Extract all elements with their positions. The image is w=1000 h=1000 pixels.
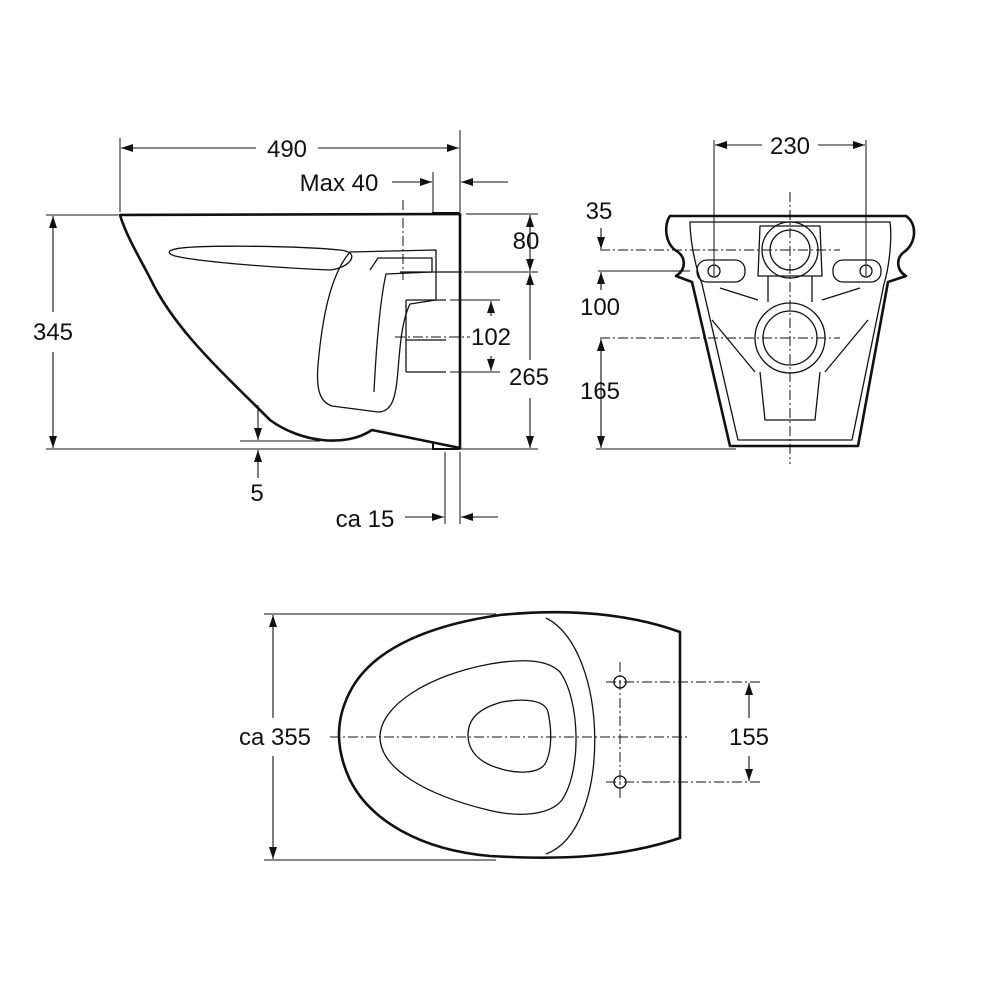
bowl-outline-side xyxy=(118,212,462,450)
dim-max40-label: Max 40 xyxy=(300,170,379,197)
rim-line xyxy=(168,245,353,271)
dim-ca355-label: ca 355 xyxy=(239,724,311,751)
side-view: 490 Max 40 80 345 102 265 5 ca 15 xyxy=(33,130,549,533)
dim-155-label: 155 xyxy=(729,724,769,751)
bowl-opening-top xyxy=(467,699,552,773)
mounting-slot-right xyxy=(832,259,882,283)
mounting-slot-left xyxy=(696,259,746,283)
dim-100-label: 100 xyxy=(580,294,620,321)
dim-265-label: 265 xyxy=(509,364,549,391)
rear-inner-contour xyxy=(689,221,892,441)
outlet-housing xyxy=(711,276,869,421)
dim-35-label: 35 xyxy=(586,198,613,225)
top-view: ca 355 155 xyxy=(239,610,769,861)
dim-80-label: 80 xyxy=(513,228,540,255)
trap-channel xyxy=(316,249,437,413)
dim-490-label: 490 xyxy=(267,136,307,163)
trap-inner xyxy=(369,257,433,393)
dim-345-label: 345 xyxy=(33,319,73,346)
dim-102-label: 102 xyxy=(471,324,511,351)
seat-line xyxy=(545,617,596,855)
dim-5-label: 5 xyxy=(250,480,263,507)
bowl-outline-top xyxy=(337,610,682,859)
dim-165-label: 165 xyxy=(580,378,620,405)
bowl-inner-top xyxy=(379,660,577,815)
rear-view: 230 35 100 165 xyxy=(580,133,916,464)
outlet-pipe xyxy=(405,299,446,373)
dim-ca15-label: ca 15 xyxy=(336,506,395,533)
inlet-housing xyxy=(757,225,823,277)
dim-230-label: 230 xyxy=(770,133,810,160)
